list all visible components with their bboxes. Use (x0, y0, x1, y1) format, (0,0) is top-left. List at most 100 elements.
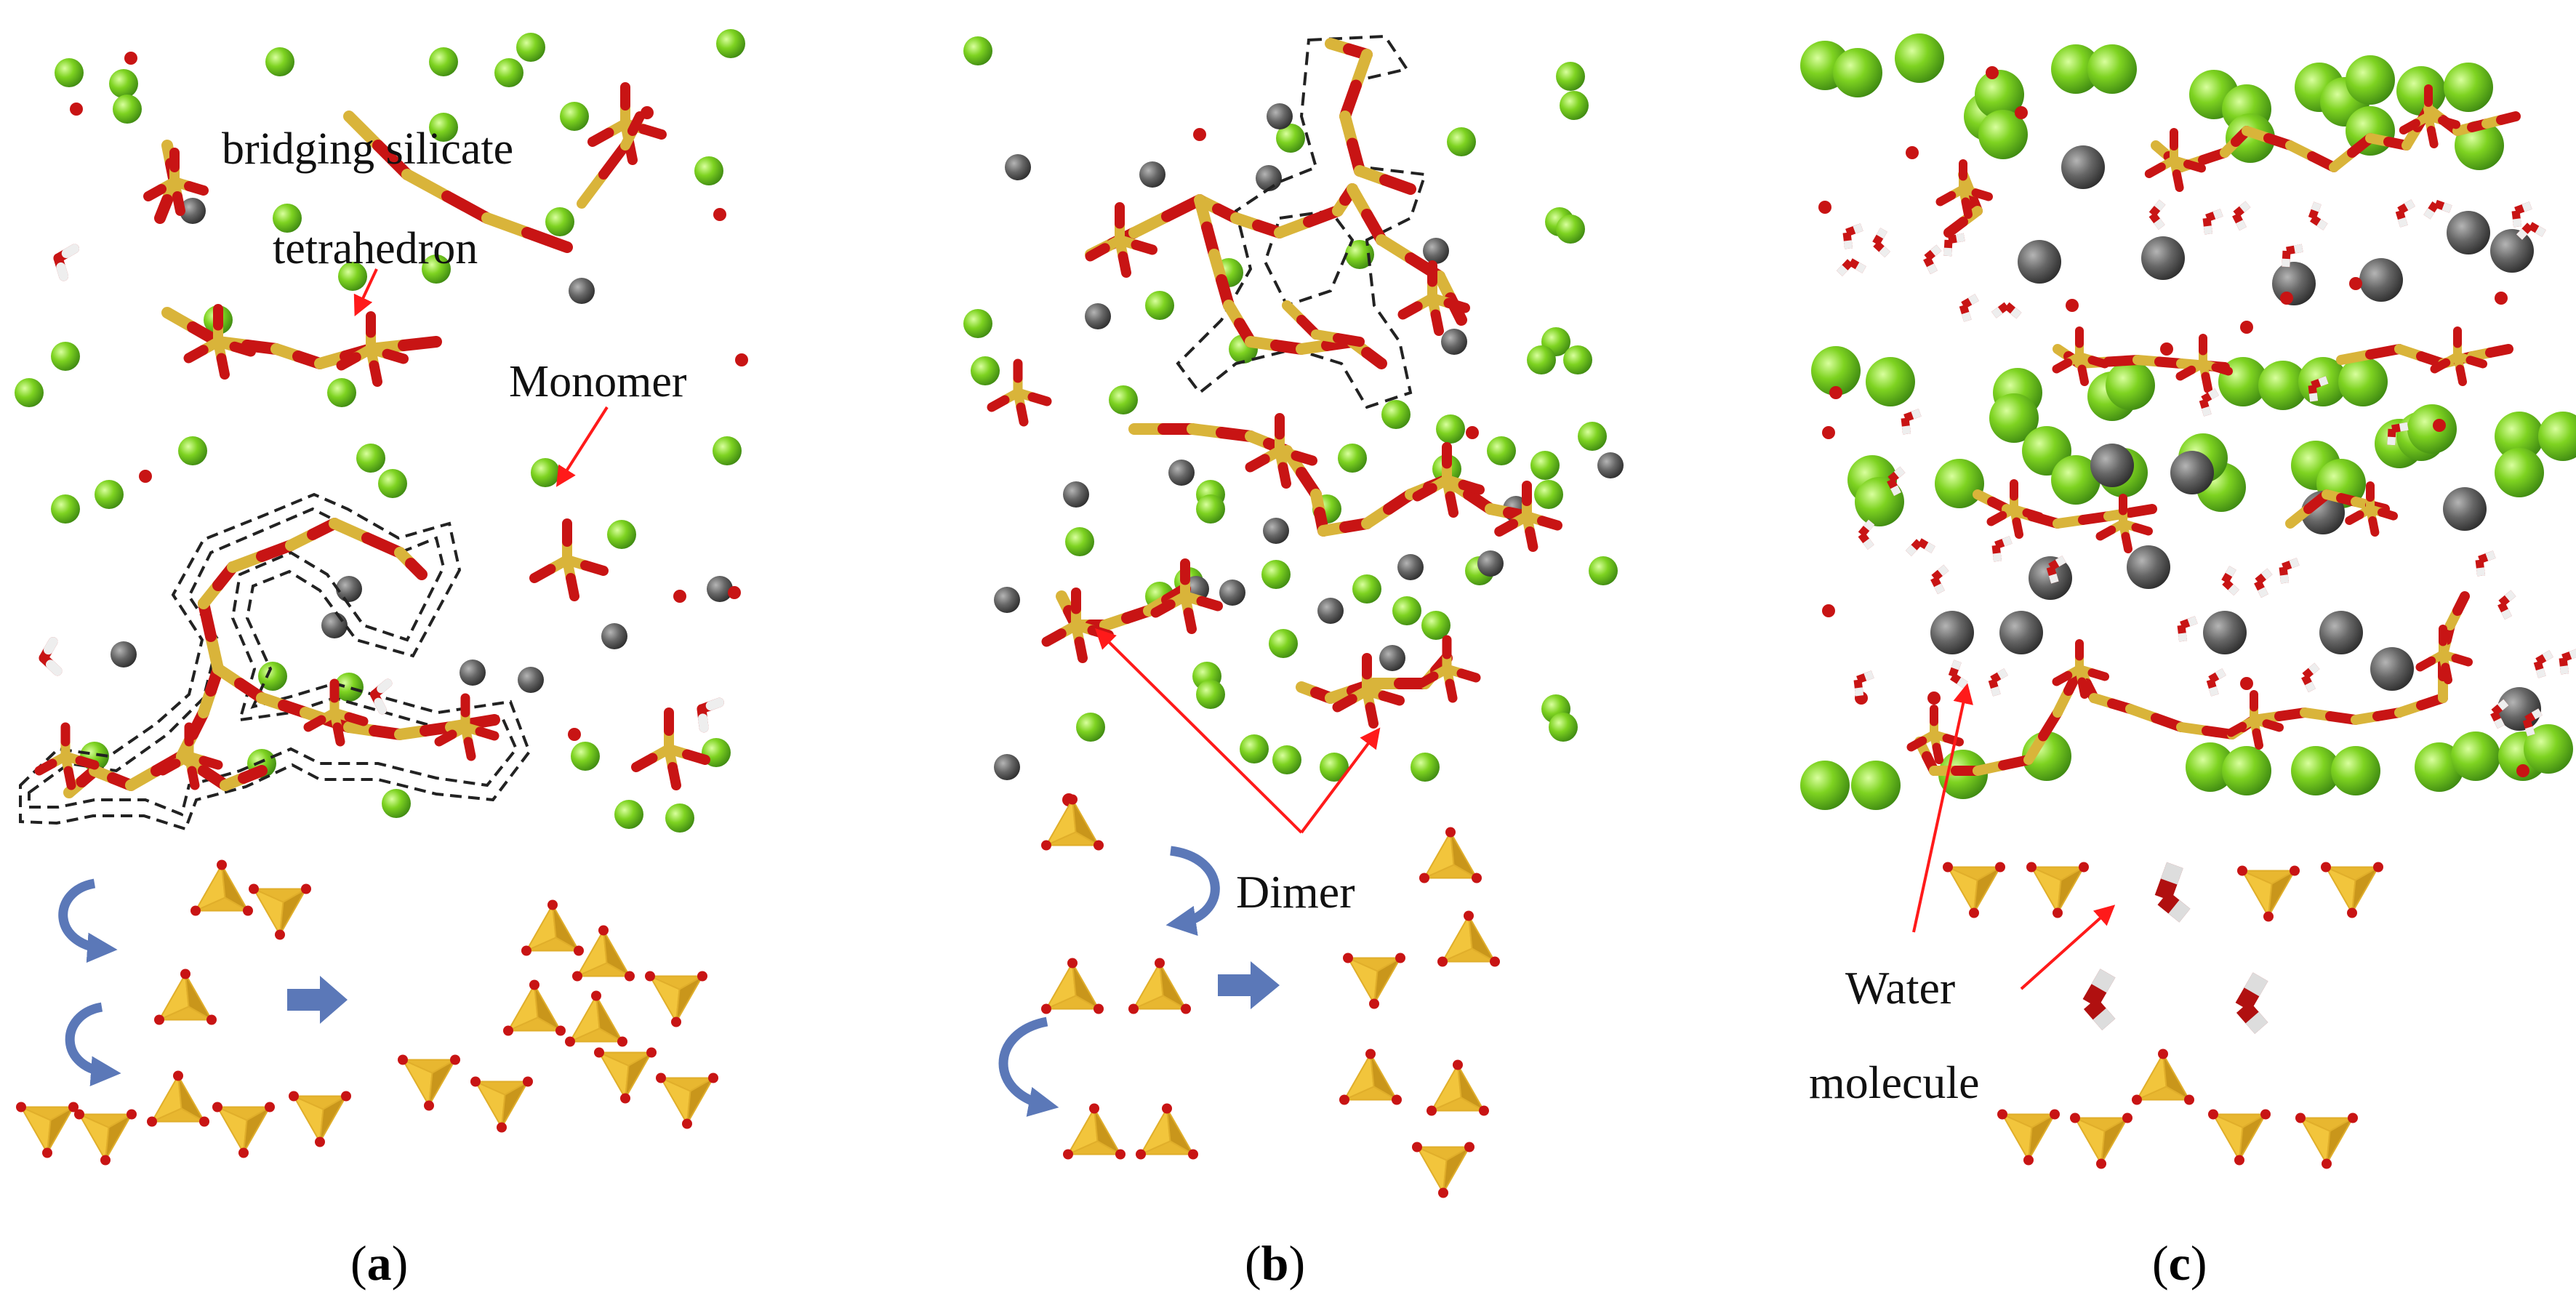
o-h-bond (2535, 225, 2546, 237)
calcium-atom (1989, 393, 2039, 443)
si-o-bond (1150, 599, 1176, 618)
calcium-atom (1851, 761, 1901, 810)
si-o-bond (1458, 479, 1485, 495)
oxygen-vertex (1412, 1142, 1422, 1152)
o-h-bond (1890, 485, 1901, 497)
o-h-bond (2542, 650, 2553, 662)
si-o-bond (1537, 516, 1562, 531)
gray-atom (1423, 238, 1449, 264)
oxygen-vertex (1188, 1149, 1198, 1160)
oxygen-vertex (1445, 827, 1456, 838)
silicate-tetrahedron-face (1416, 1146, 1472, 1161)
oxygen-vertex (620, 1093, 630, 1104)
oxygen-vertex (708, 1073, 718, 1083)
oxygen-atom (2015, 106, 2028, 119)
calcium-atom (1276, 124, 1305, 153)
calcium-atom (258, 662, 287, 691)
curl-arrow-icon (1165, 846, 1220, 937)
calcium-atom (1338, 444, 1367, 473)
si-o-bond (2077, 364, 2089, 386)
o-h-bond (1843, 240, 1853, 249)
oxygen-vertex (646, 1047, 657, 1058)
o-h-bond (1951, 659, 1962, 670)
silicate-tetrahedron-face (402, 1059, 458, 1074)
si-o-bond (1333, 333, 1365, 347)
silicate-tetrahedron-face (2136, 1086, 2192, 1101)
si-o-bond (1365, 702, 1379, 729)
panel-c-water (1836, 199, 2576, 1034)
oxygen-vertex (1155, 958, 1165, 969)
oxygen-vertex (555, 1025, 566, 1036)
silicate-tetrahedron-face (2212, 1113, 2268, 1128)
si-o-bond (303, 715, 326, 732)
o-h-bond (2569, 649, 2576, 659)
o-h-bond (44, 636, 58, 655)
o-h-bond (2399, 422, 2409, 432)
silicate-tetrahedron-face (253, 888, 309, 903)
si-o-bond (2022, 508, 2044, 521)
calcium-atom (1563, 345, 1592, 374)
oxygen-atom (568, 728, 581, 741)
calcium-atom (1269, 629, 1298, 658)
calcium-atom (429, 47, 458, 76)
oxygen-vertex (1063, 1149, 1073, 1160)
silicate-tetrahedron-face (475, 1081, 531, 1096)
si-o-bond (372, 140, 413, 180)
gray-atom (1597, 452, 1624, 478)
oxygen-vertex (2050, 1109, 2060, 1120)
label-tetrahedron: tetrahedron (273, 224, 478, 273)
silicate-tetrahedron-face (20, 1106, 76, 1121)
si-o-bond (2052, 358, 2073, 374)
calcium-atom (614, 800, 643, 829)
gray-atom (2490, 229, 2534, 273)
calcium-atom (1240, 734, 1269, 763)
oxygen-vertex (1343, 953, 1353, 963)
gray-atom (2127, 545, 2170, 589)
si-o-bond (1277, 462, 1291, 489)
oxygen-vertex (591, 990, 601, 1001)
calcium-atom (963, 36, 992, 65)
calcium-atom (1065, 527, 1094, 556)
oxygen-vertex (594, 1047, 604, 1058)
si-o-bond (1986, 510, 2007, 526)
o-h-bond (2055, 556, 2066, 567)
panel-b: Dimer (b) (963, 34, 1624, 1291)
si-o-bond (467, 714, 500, 729)
si-o-bond (1183, 607, 1197, 634)
oxygen-atom (2240, 321, 2253, 334)
curl-arrow-icon (65, 1002, 121, 1086)
silicate-tetrahedron-face (1947, 866, 2003, 881)
silicate-tetrahedron-face (1140, 1140, 1196, 1155)
oxygen-vertex (1128, 1003, 1139, 1014)
calcium-atom (2222, 746, 2271, 795)
si-o-bond (2183, 159, 2206, 173)
calcium-atom (2524, 724, 2573, 774)
silicate-tetrahedron-face (1442, 947, 1498, 963)
o-h-bond (1836, 265, 1848, 276)
calcium-atom (2291, 746, 2340, 795)
oxygen-atom (673, 590, 686, 603)
oxygen-vertex (147, 1116, 157, 1127)
o-h-bond (1955, 233, 1965, 243)
si-o-bond (2226, 721, 2247, 737)
oxygen-vertex (1089, 1103, 1099, 1114)
gray-atom (601, 623, 627, 649)
o-h-bond (1937, 564, 1949, 577)
o-h-bond (2208, 686, 2219, 697)
gray-atom (994, 754, 1020, 780)
o-h-bond (2236, 220, 2247, 231)
oxygen-vertex (547, 899, 558, 910)
si-o-bond (2441, 662, 2452, 684)
o-h-bond (2260, 568, 2273, 580)
oxygen-vertex (2208, 1109, 2218, 1120)
silicate-tetrahedron-face (1431, 1096, 1487, 1112)
o-h-bond (1911, 409, 1922, 420)
si-o-bond (2455, 364, 2467, 386)
calcium-atom (2538, 412, 2576, 461)
oxygen-atom (2280, 292, 2293, 305)
si-o-bond (1196, 596, 1223, 612)
si-o-bond (2465, 356, 2487, 369)
oxygen-vertex (217, 859, 227, 870)
si-o-bond (2095, 525, 2116, 541)
o-h-bond (2318, 376, 2329, 387)
